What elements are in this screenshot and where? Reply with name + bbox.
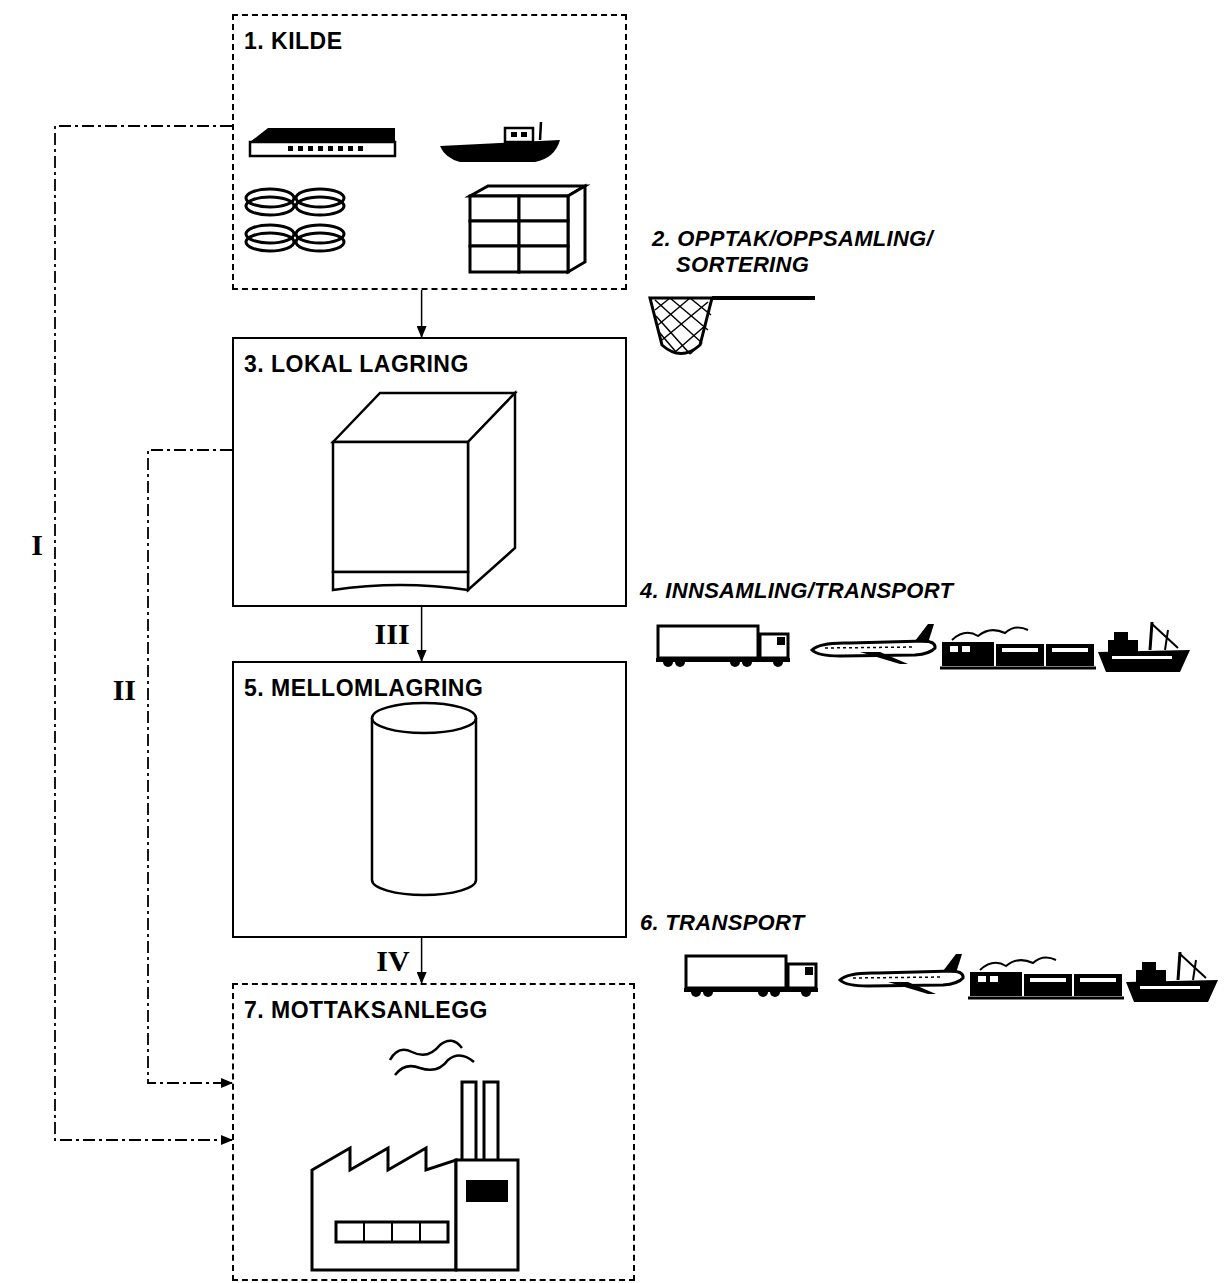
landing-net <box>650 298 815 354</box>
flow-connector <box>421 938 423 983</box>
stacked-crates <box>470 186 585 272</box>
box-title: 1. KILDE <box>234 16 355 55</box>
flow-connector <box>421 290 423 337</box>
step-label: 2. OPPTAK/OPPSAMLING/ SORTERING <box>652 226 1026 279</box>
step-label: 4. INNSAMLING/TRANSPORT <box>640 578 1200 604</box>
factory <box>312 1041 518 1270</box>
stage-box: 3. LOKAL LAGRING <box>232 337 627 607</box>
storage-tank <box>372 703 476 895</box>
route-number: IV <box>374 946 411 976</box>
step-label: 6. TRANSPORT <box>640 910 1200 936</box>
fish-farm-building <box>250 128 395 156</box>
fishing-boat <box>440 122 560 162</box>
route-number: III <box>373 619 412 649</box>
flow-connector <box>421 607 423 661</box>
flow-connector <box>55 126 232 1140</box>
box-title: 5. MELLOMLAGRING <box>234 663 495 702</box>
box-title: 7. MOTTAKSANLEGG <box>234 985 500 1024</box>
box-title: 3. LOKAL LAGRING <box>234 339 481 378</box>
stage-box: 1. KILDE <box>232 14 627 290</box>
route-number: II <box>111 675 138 705</box>
flow-connector <box>148 450 232 1083</box>
net-pens <box>246 189 344 251</box>
stage-box: 7. MOTTAKSANLEGG <box>232 983 635 1281</box>
storage-container <box>333 393 515 590</box>
route-number: I <box>29 530 45 560</box>
stage-box: 5. MELLOMLAGRING <box>232 661 627 938</box>
